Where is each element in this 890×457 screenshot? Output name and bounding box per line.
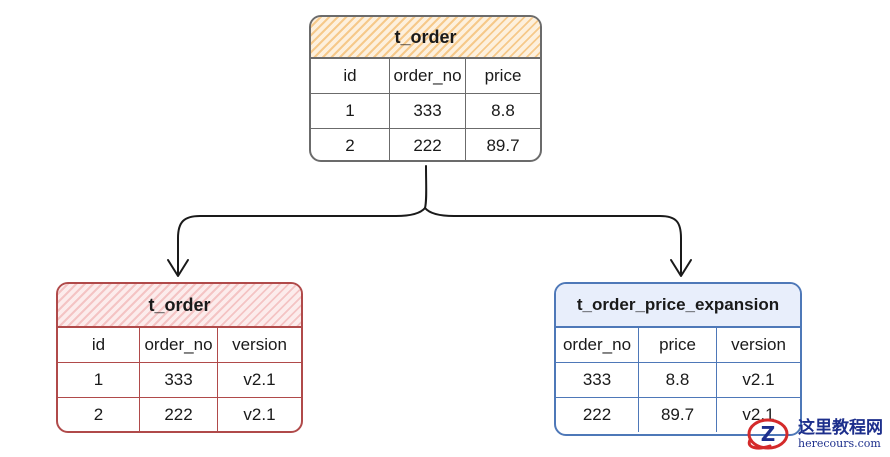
column-header: order_no bbox=[389, 59, 465, 93]
column-header: price bbox=[638, 328, 716, 362]
table-cell: v2.1 bbox=[217, 398, 301, 431]
site-name: 这里教程网 bbox=[798, 418, 883, 438]
table-header-row: id order_no version bbox=[58, 327, 301, 362]
table-cell: 2 bbox=[345, 136, 355, 155]
connector-branch-right bbox=[424, 207, 682, 275]
table-title: t_order bbox=[58, 284, 301, 327]
connector-branch-left bbox=[177, 207, 426, 275]
column-header: order_no bbox=[562, 335, 632, 354]
logo-letter: Z bbox=[761, 422, 776, 446]
table-cell: 89.7 bbox=[638, 398, 716, 432]
column-header: id bbox=[91, 335, 106, 354]
table-cell: 333 bbox=[139, 363, 217, 397]
table-row: 333 8.8 v2.1 bbox=[556, 362, 800, 397]
table-cell: 222 bbox=[582, 405, 612, 424]
table-cell: 8.8 bbox=[465, 94, 540, 128]
table-cell: 333 bbox=[389, 94, 465, 128]
arrowhead-left bbox=[167, 259, 189, 277]
table-cell: v2.1 bbox=[217, 363, 301, 397]
column-header: version bbox=[217, 328, 301, 362]
table-header-row: id order_no price bbox=[311, 58, 540, 93]
table-title: t_order_price_expansion bbox=[556, 284, 800, 327]
site-url: herecours.com bbox=[798, 437, 881, 450]
table-row: 2 222 v2.1 bbox=[58, 397, 301, 431]
table-cell: 222 bbox=[139, 398, 217, 431]
table-cell: 8.8 bbox=[638, 363, 716, 397]
connector-stem bbox=[424, 165, 428, 209]
table-cell: 222 bbox=[389, 129, 465, 160]
table-cell: 1 bbox=[345, 101, 355, 120]
table-header-row: order_no price version bbox=[556, 327, 800, 362]
table-row: 1 333 8.8 bbox=[311, 93, 540, 128]
table-row: 2 222 89.7 bbox=[311, 128, 540, 160]
parent-table-t-order: t_order id order_no price 1 333 8.8 2 22… bbox=[309, 15, 542, 162]
table-cell: 1 bbox=[93, 370, 104, 389]
column-header: price bbox=[465, 59, 540, 93]
column-header: version bbox=[716, 328, 800, 362]
child-table-t-order: t_order id order_no version 1 333 v2.1 2… bbox=[56, 282, 303, 433]
table-title: t_order bbox=[311, 17, 540, 58]
table-cell: 2 bbox=[93, 405, 104, 424]
column-header: order_no bbox=[139, 328, 217, 362]
arrowhead-right bbox=[670, 259, 692, 277]
site-logo-icon: Z bbox=[747, 418, 789, 450]
table-cell: 89.7 bbox=[465, 129, 540, 160]
column-header: id bbox=[343, 66, 357, 85]
child-table-t-order-price-expansion: t_order_price_expansion order_no price v… bbox=[554, 282, 802, 436]
table-cell: 333 bbox=[582, 370, 612, 389]
table-cell: v2.1 bbox=[716, 363, 800, 397]
site-watermark: Z 这里教程网 herecours.com bbox=[742, 410, 890, 457]
table-row: 1 333 v2.1 bbox=[58, 362, 301, 397]
